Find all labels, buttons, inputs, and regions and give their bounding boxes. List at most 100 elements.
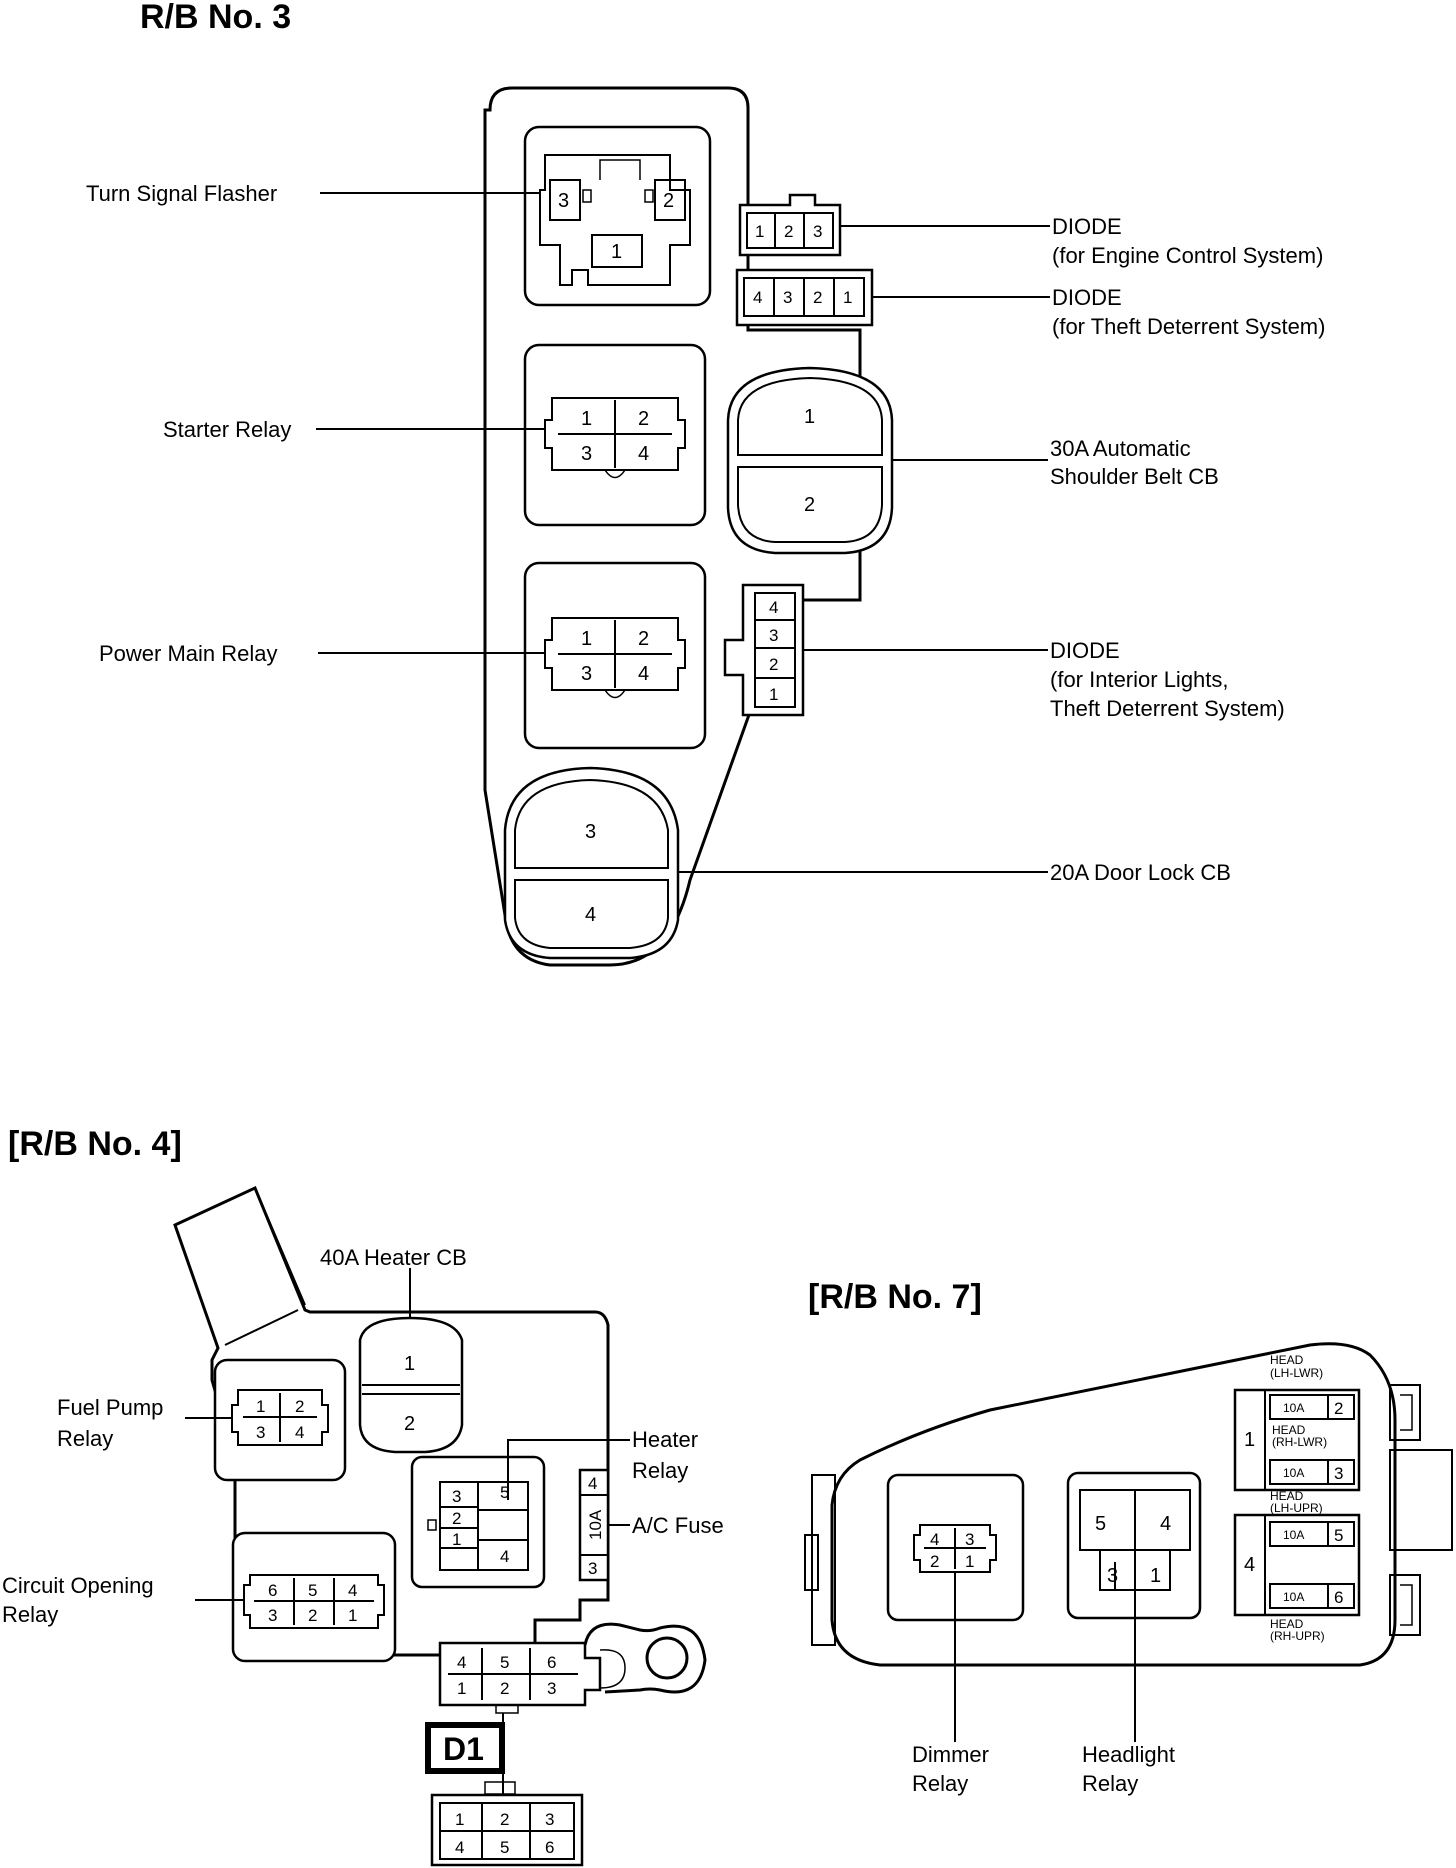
d1-connector-mating: 1 2 3 4 5 6: [430, 1781, 584, 1867]
diode-engine-label: DIODE: [1052, 214, 1122, 239]
svg-text:4: 4: [348, 1581, 357, 1600]
svg-text:3: 3: [1107, 1565, 1118, 1587]
svg-text:3: 3: [965, 1530, 974, 1549]
svg-text:2: 2: [663, 190, 674, 212]
svg-text:2: 2: [769, 655, 778, 674]
circuit-opening-relay-label: Circuit Opening: [2, 1573, 154, 1598]
heater-cb-label: 40A Heater CB: [320, 1245, 467, 1270]
svg-text:4: 4: [930, 1530, 939, 1549]
svg-text:2: 2: [500, 1810, 509, 1829]
svg-text:6: 6: [1334, 1588, 1343, 1607]
headlight-relay-label-2: Relay: [1082, 1771, 1138, 1796]
svg-text:2: 2: [500, 1679, 509, 1698]
svg-text:1: 1: [457, 1679, 466, 1698]
svg-text:3: 3: [558, 190, 569, 212]
svg-text:2: 2: [784, 222, 793, 241]
head-rh-lwr-sub: (RH-LWR): [1272, 1435, 1327, 1449]
svg-text:3: 3: [452, 1487, 461, 1506]
circuit-opening-relay-socket: 6 5 4 3 2 1: [231, 1531, 397, 1663]
diode-theft-desc: (for Theft Deterrent System): [1052, 314, 1325, 339]
svg-text:5: 5: [1095, 1513, 1106, 1535]
circuit-opening-relay-label-2: Relay: [2, 1602, 58, 1627]
svg-text:1: 1: [755, 222, 764, 241]
svg-text:2: 2: [452, 1509, 461, 1528]
cb-20a-label: 20A Door Lock CB: [1050, 860, 1231, 885]
turn-signal-flasher-socket: 3 2 1: [523, 125, 712, 307]
fuse-block-lower: 4 10A 5 10A 6: [1233, 1513, 1361, 1617]
cb-30a-label: 30A Automatic: [1050, 436, 1191, 461]
power-main-relay-label: Power Main Relay: [99, 641, 278, 666]
svg-text:1: 1: [452, 1530, 461, 1549]
head-lh-lwr-label: HEAD: [1270, 1353, 1304, 1367]
svg-text:4: 4: [295, 1423, 304, 1442]
svg-text:1: 1: [804, 406, 815, 428]
fuel-pump-relay-label: Fuel Pump: [57, 1395, 163, 1420]
svg-text:2: 2: [1334, 1399, 1343, 1418]
svg-text:1: 1: [404, 1353, 415, 1375]
turn-signal-flasher-label: Turn Signal Flasher: [86, 181, 277, 206]
svg-text:1: 1: [348, 1606, 357, 1625]
svg-text:4: 4: [753, 288, 762, 307]
head-lh-lwr-sub: (LH-LWR): [1270, 1366, 1323, 1380]
svg-text:2: 2: [638, 628, 649, 650]
svg-text:2: 2: [930, 1552, 939, 1571]
svg-text:4: 4: [1160, 1513, 1171, 1535]
diode-interior-desc-1: (for Interior Lights,: [1050, 667, 1229, 692]
svg-text:1: 1: [256, 1397, 265, 1416]
head-lh-upr-sub: (LH-UPR): [1270, 1501, 1323, 1515]
svg-text:6: 6: [268, 1581, 277, 1600]
heater-relay-socket: 3 2 1 5 4: [410, 1455, 546, 1589]
svg-text:4: 4: [769, 598, 778, 617]
svg-text:4: 4: [455, 1838, 464, 1857]
svg-text:1: 1: [581, 628, 592, 650]
svg-text:6: 6: [547, 1653, 556, 1672]
rb4-section: [R/B No. 4] 1 2 1 2 3 4: [2, 1125, 724, 1867]
svg-text:6: 6: [545, 1838, 554, 1857]
dimmer-relay-label-2: Relay: [912, 1771, 968, 1796]
d1-connector-housing: 4 5 6 1 2 3: [438, 1622, 707, 1714]
fuel-pump-relay-socket: 1 2 3 4: [213, 1358, 347, 1482]
starter-relay-label: Starter Relay: [163, 417, 291, 442]
svg-text:1: 1: [843, 288, 852, 307]
svg-text:4: 4: [638, 443, 649, 465]
svg-text:4: 4: [1244, 1554, 1255, 1576]
heater-relay-label: Heater: [632, 1427, 698, 1452]
rb4-housing: [173, 1185, 610, 1657]
svg-text:3: 3: [581, 443, 592, 465]
power-main-relay-socket: 1 2 3 4: [523, 561, 707, 750]
svg-text:1: 1: [1150, 1565, 1161, 1587]
svg-text:1: 1: [611, 241, 622, 263]
svg-text:3: 3: [813, 222, 822, 241]
rb3-title: R/B No. 3: [140, 0, 291, 36]
rb3-housing: [483, 86, 862, 967]
svg-text:3: 3: [547, 1679, 556, 1698]
head-rh-upr-label: HEAD: [1270, 1617, 1304, 1631]
diode-interior-socket: 4 3 2 1: [723, 583, 805, 717]
heater-relay-label-2: Relay: [632, 1458, 688, 1483]
ac-fuse-rating: 10A: [586, 1509, 605, 1540]
svg-text:5: 5: [500, 1483, 509, 1502]
svg-text:5: 5: [1334, 1526, 1343, 1545]
svg-text:2: 2: [813, 288, 822, 307]
svg-text:3: 3: [585, 821, 596, 843]
diode-theft-socket: 4 3 2 1: [735, 268, 874, 327]
cb-20a-socket: 3 4: [503, 766, 680, 960]
svg-text:1: 1: [455, 1810, 464, 1829]
diode-engine-desc: (for Engine Control System): [1052, 243, 1323, 268]
ac-fuse-socket: 4 3 10A: [578, 1468, 610, 1582]
svg-text:2: 2: [804, 494, 815, 516]
head-rh-upr-sub: (RH-UPR): [1270, 1629, 1325, 1643]
svg-text:2: 2: [308, 1606, 317, 1625]
d1-code-label: D1: [443, 1731, 484, 1767]
head-lh-upr-label: HEAD: [1270, 1489, 1304, 1503]
svg-text:4: 4: [457, 1653, 466, 1672]
rb3-section: R/B No. 3 3 2 1 1 2 3 4: [86, 0, 1325, 967]
svg-text:1: 1: [1244, 1429, 1255, 1451]
svg-text:5: 5: [308, 1581, 317, 1600]
svg-text:3: 3: [581, 663, 592, 685]
svg-text:4: 4: [500, 1547, 509, 1566]
starter-relay-socket: 1 2 3 4: [523, 343, 707, 527]
cb-30a-socket: 1 2: [726, 366, 894, 555]
svg-text:1: 1: [581, 408, 592, 430]
